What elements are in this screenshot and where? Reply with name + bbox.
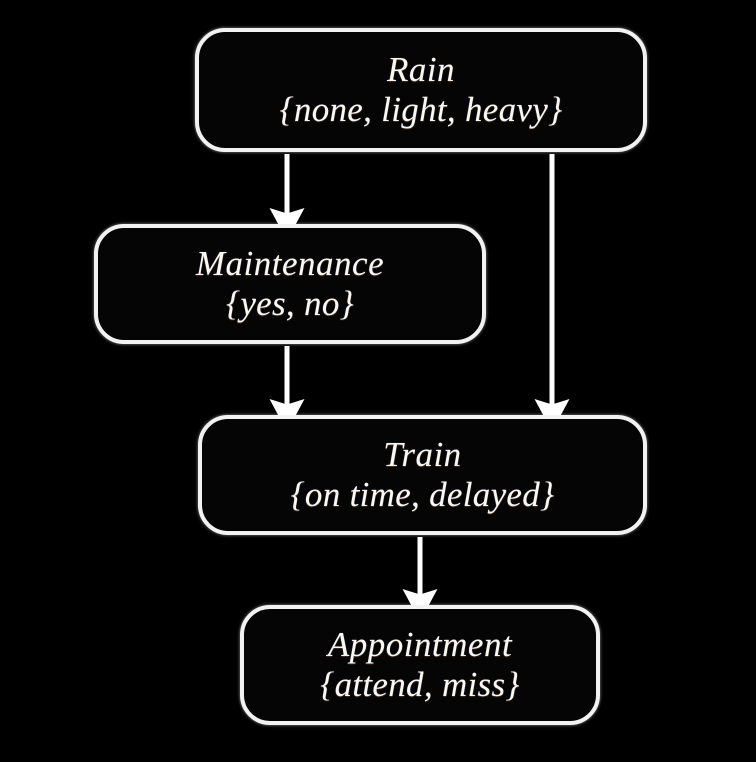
node-rain-states: {none, light, heavy}: [279, 89, 563, 129]
node-rain-title: Rain: [386, 49, 456, 89]
node-rain[interactable]: Rain {none, light, heavy}: [195, 28, 647, 152]
node-train-title: Train: [383, 434, 462, 474]
node-appointment[interactable]: Appointment {attend, miss}: [240, 605, 600, 725]
node-train-states: {on time, delayed}: [290, 474, 555, 514]
node-appointment-states: {attend, miss}: [320, 664, 520, 704]
node-train[interactable]: Train {on time, delayed}: [198, 415, 647, 535]
node-maintenance-states: {yes, no}: [226, 283, 354, 323]
node-maintenance[interactable]: Maintenance {yes, no}: [94, 224, 486, 344]
node-maintenance-title: Maintenance: [195, 243, 385, 283]
node-appointment-title: Appointment: [327, 624, 513, 664]
